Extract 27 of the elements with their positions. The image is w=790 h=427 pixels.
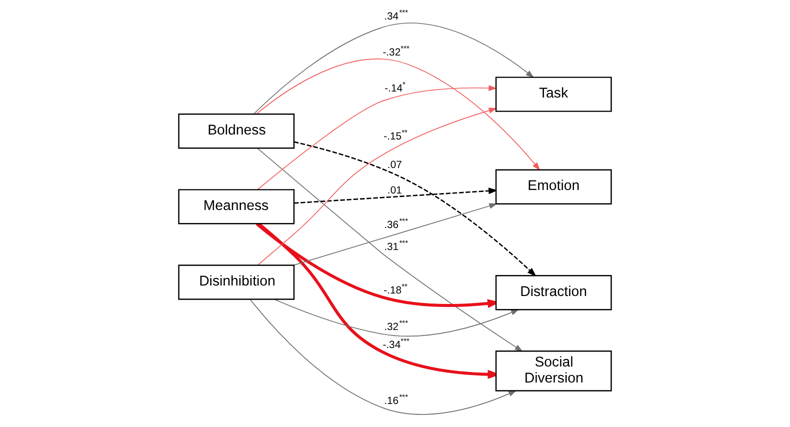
edge-label: .36$^{***}$ [384, 216, 408, 232]
arrow [294, 188, 498, 204]
edge-label: .01 [387, 185, 402, 196]
edge-label: -.18$^{**}$ [384, 282, 408, 296]
edge-label: -.34$^{***}$ [382, 336, 410, 352]
edge-label: -.14$^{*}$ [384, 80, 406, 94]
node-box: Disinhibition [178, 264, 295, 300]
edge-label: .32$^{***}$ [384, 318, 408, 334]
edge-label: .07 [387, 160, 402, 171]
node-box: Distraction [495, 274, 612, 310]
arrow [294, 141, 536, 277]
edge-label: .16$^{***}$ [384, 392, 408, 407]
arrow [293, 203, 498, 266]
edge-label: -.32$^{***}$ [382, 44, 410, 58]
node-box: Emotion [495, 169, 612, 204]
arrow [256, 148, 524, 352]
node-box: Social Diversion [495, 350, 612, 392]
arrow [257, 85, 497, 190]
node-box: Boldness [178, 114, 295, 149]
arrow [257, 108, 498, 266]
node-box: Task [495, 76, 612, 112]
arrow [256, 58, 540, 171]
edge-label: .34$^{***}$ [384, 8, 408, 23]
arrow [253, 22, 534, 114]
edge-label: .31$^{***}$ [384, 238, 408, 253]
edge-label: -.15$^{**}$ [384, 128, 408, 142]
node-box: Meanness [178, 189, 295, 224]
